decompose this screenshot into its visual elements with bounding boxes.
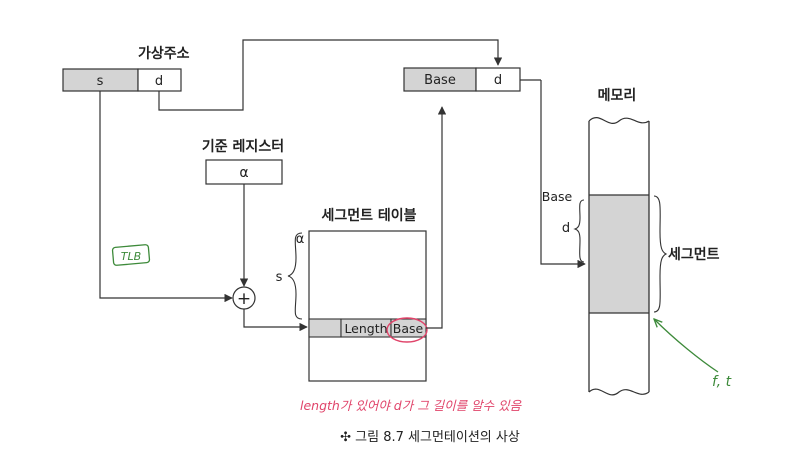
segment-table-entry (308, 318, 427, 338)
entry-length-label: Length (344, 321, 387, 336)
base-to-physical-arrow (426, 106, 447, 329)
s-to-adder-line (99, 91, 233, 303)
tlb-annotation: TLB (111, 244, 151, 266)
pa-d-label: d (494, 73, 502, 88)
entry-base-label: Base (393, 321, 424, 336)
segment-table-title: 세그먼트 테이블 (321, 207, 416, 224)
base-register-alpha: α (239, 165, 248, 181)
va-d-label: d (155, 74, 163, 89)
adder-to-table-arrow (243, 309, 308, 332)
memory-column (588, 117, 650, 396)
segment-label: 세그먼트 (668, 246, 720, 263)
memory-title: 메모리 (598, 88, 637, 104)
ft-annotation-arrow (654, 319, 719, 373)
segment-table-box (308, 230, 427, 382)
memory-d-brace (573, 199, 585, 263)
table-s-brace (287, 232, 303, 320)
length-note: length가 있어야 d가 그 길이를 알수 있음 (300, 398, 523, 413)
segment-brace (653, 195, 668, 313)
va-s-label: s (97, 74, 104, 89)
pa-base-label: Base (424, 73, 456, 88)
memory-d-label: d (562, 221, 570, 236)
virtual-address-title: 가상주소 (138, 46, 190, 62)
tlb-text: TLB (121, 250, 141, 263)
table-s-label: s (276, 270, 283, 285)
d-to-physical-arrow (158, 39, 503, 111)
memory-base-label: Base (542, 189, 573, 204)
figure-caption: ✣ 그림 8.7 세그먼테이션의 사상 (340, 430, 520, 445)
base-register-title: 기준 레지스터 (202, 139, 284, 155)
ft-annotation-text: f, t (712, 374, 732, 390)
virtual-address-box (62, 68, 182, 92)
physical-to-memory-arrow (540, 80, 586, 269)
base-highlight-circle (386, 317, 428, 343)
physical-address-box (403, 67, 521, 92)
adder-plus: + (237, 289, 251, 309)
table-alpha-label: α (296, 232, 305, 247)
